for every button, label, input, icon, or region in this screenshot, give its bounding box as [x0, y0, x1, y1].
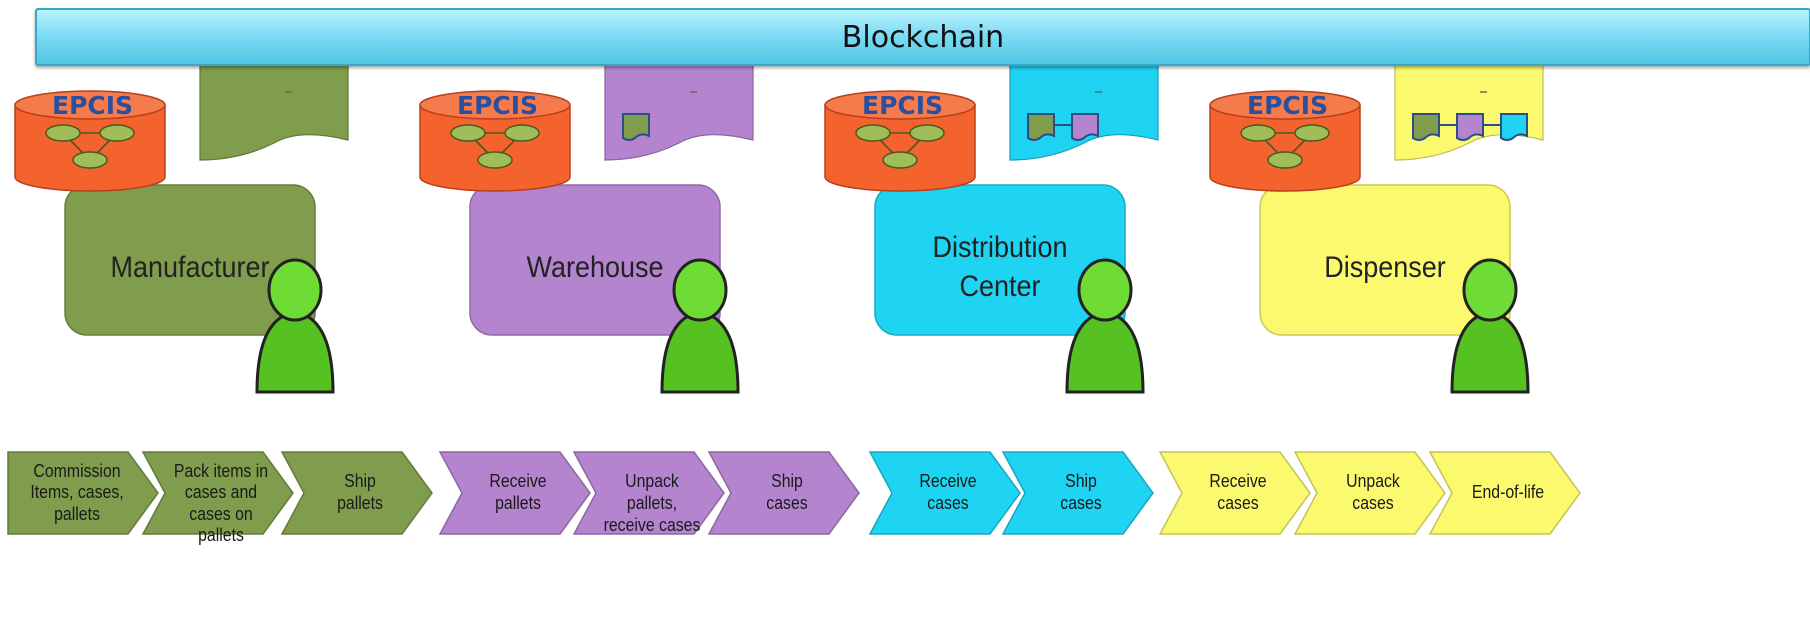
- graph-node: [72, 151, 108, 169]
- graph-node: [45, 124, 81, 142]
- process-step-label-line: Unpack pallets,: [625, 471, 679, 513]
- graph-node: [1267, 151, 1303, 169]
- process-step-label-line: cases on pallets: [189, 503, 253, 546]
- database-top: [14, 90, 166, 120]
- graph-node: [855, 124, 891, 142]
- person-head: [672, 258, 728, 322]
- document-icon: [1394, 59, 1544, 161]
- record-box-icon: [1500, 113, 1528, 141]
- process-step-label-line: cases: [1352, 492, 1394, 513]
- person-head: [1077, 258, 1133, 322]
- process-step-label-line: receive cases: [603, 514, 701, 535]
- database-top: [419, 90, 571, 120]
- process-step-label-line: cases: [927, 492, 969, 513]
- process-step-label-line: pallets: [495, 492, 541, 513]
- record-box-icon: [1412, 113, 1440, 141]
- process-step-label-line: cases: [1060, 492, 1102, 513]
- process-step-arrow: [868, 451, 1021, 535]
- graph-node: [882, 151, 918, 169]
- process-step-label: Unpack pallets,receive cases: [603, 471, 702, 536]
- role-box: [64, 184, 316, 336]
- process-step-label-line: pallets: [337, 492, 383, 513]
- process-step-label-line: cases and: [184, 482, 258, 503]
- process-step-label-line: Receive: [489, 471, 547, 492]
- document-icon: [604, 59, 754, 161]
- process-step-label-line: Commission: [33, 460, 121, 481]
- process-step-arrow: [1158, 451, 1311, 535]
- role-box: [1259, 184, 1511, 336]
- record-box-icon: [1027, 113, 1055, 141]
- process-step-arrow: [141, 451, 294, 535]
- role-box: [874, 184, 1126, 336]
- epcis-label: EPCIS: [1247, 91, 1329, 120]
- record-box-icon: [1456, 113, 1484, 141]
- graph-node: [477, 151, 513, 169]
- epcis-label: EPCIS: [52, 91, 134, 120]
- process-step-label-line: Pack items in: [173, 460, 269, 481]
- process-step-label-line: Items, cases,: [30, 482, 124, 503]
- process-step-arrow: [1428, 451, 1581, 535]
- process-step-label-line: pallets: [54, 503, 100, 524]
- process-step-label-line: Receive: [919, 471, 977, 492]
- actor-group: [824, 59, 1159, 394]
- process-step-label-line: Receive: [1209, 471, 1267, 492]
- graph-node: [99, 124, 135, 142]
- role-label: Manufacturer: [78, 248, 303, 287]
- role-label: Warehouse: [483, 248, 708, 287]
- database-top: [824, 90, 976, 120]
- role-label: Dispenser: [1273, 248, 1498, 287]
- role-label-line: Warehouse: [526, 251, 664, 284]
- graph-node: [909, 124, 945, 142]
- record-box-icon: [1071, 113, 1099, 141]
- process-step-label-line: cases: [766, 492, 808, 513]
- process-step-label-line: Unpack: [1346, 471, 1400, 492]
- process-step-label-line: Ship: [771, 471, 803, 492]
- process-step-arrow: [707, 451, 860, 535]
- database-top: [1209, 90, 1361, 120]
- document-icon: [1009, 59, 1159, 161]
- process-step-arrow: [1001, 451, 1154, 535]
- document-icon: [199, 59, 349, 161]
- epcis-label: EPCIS: [457, 91, 539, 120]
- graph-node: [504, 124, 540, 142]
- actor-group: [14, 59, 349, 394]
- process-step-label-line: cases: [1217, 492, 1259, 513]
- process-step-arrow: [438, 451, 591, 535]
- role-label-line: Dispenser: [1324, 251, 1446, 284]
- blockchain-title: Blockchain: [841, 19, 1005, 55]
- graph-node: [450, 124, 486, 142]
- process-step-label-line: Ship: [344, 471, 376, 492]
- role-label-line: Manufacturer: [110, 251, 270, 284]
- process-step-arrow: [572, 451, 725, 535]
- epcis-label: EPCIS: [862, 91, 944, 120]
- actor-group: [419, 59, 754, 394]
- process-step-arrow: [7, 451, 159, 535]
- process-step-arrow: [280, 451, 433, 535]
- record-box-icon: [622, 113, 650, 141]
- actor-group: [1209, 59, 1544, 394]
- blockchain-banner: Blockchain: [35, 8, 1810, 66]
- process-step-label-line: Ship: [1065, 471, 1097, 492]
- graph-node: [1240, 124, 1276, 142]
- role-label-line: Center: [959, 270, 1041, 303]
- process-step-label-line: End-of-life: [1471, 482, 1545, 503]
- person-head: [267, 258, 323, 322]
- role-label-line: Distribution: [932, 231, 1068, 264]
- graph-node: [1294, 124, 1330, 142]
- process-step-arrow: [1293, 451, 1446, 535]
- process-step-label: End-of-life: [1459, 482, 1558, 504]
- person-head: [1462, 258, 1518, 322]
- role-box: [469, 184, 721, 336]
